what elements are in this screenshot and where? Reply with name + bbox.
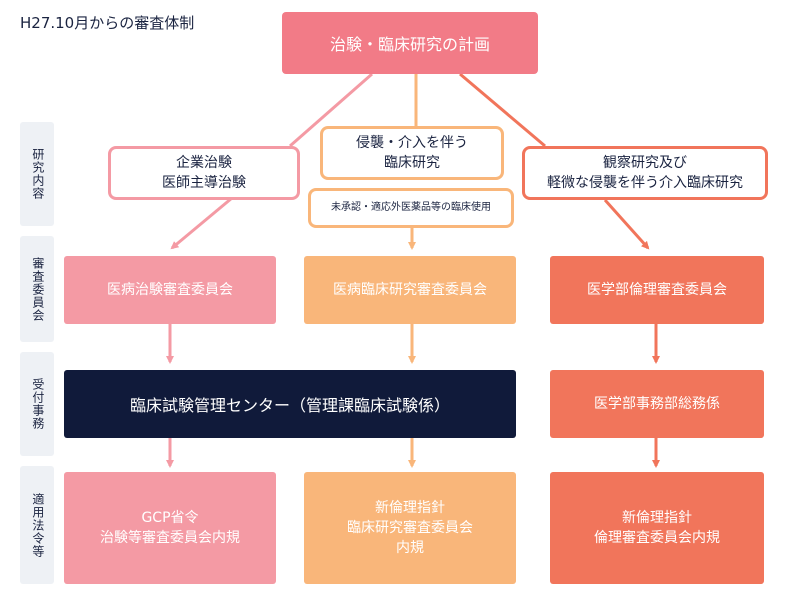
committee-ethics: 医学部倫理審査委員会 [550, 256, 764, 324]
regulation-new-ethics-b-line1: 新倫理指針 [622, 509, 692, 526]
research-corporate-line1: 企業治験 [176, 154, 232, 171]
committee-clinical-research: 医病臨床研究審査委員会 [304, 256, 516, 324]
row-label-review-text: 審査委員会 [30, 256, 45, 322]
committee-clinical-trial: 医病治験審査委員会 [64, 256, 276, 324]
regulation-new-ethics-b-line2: 倫理審査委員会内規 [594, 530, 720, 546]
row-label-reception: 受付事務 [20, 352, 54, 456]
research-invasive-box: 侵襲・介入を伴う 臨床研究 [320, 126, 504, 180]
reception-clinical-trial-center: 臨床試験管理センター（管理課臨床試験係） [64, 370, 516, 438]
regulation-gcp-line1: GCP省令 [141, 509, 199, 526]
research-observational-line1: 観察研究及び [603, 154, 687, 171]
row-label-reception-text: 受付事務 [30, 378, 45, 430]
arrow-observational-to-committee [603, 198, 650, 250]
arrow-top-to-corporate [289, 72, 373, 148]
regulation-new-ethics-a-line3: 内規 [396, 540, 424, 557]
regulation-new-ethics-ethics-box: 新倫理指針 倫理審査委員会内規 [550, 472, 764, 584]
regulation-new-ethics-a-line1: 新倫理指針 [375, 499, 445, 516]
regulation-gcp-box: GCP省令 治験等審査委員会内規 [64, 472, 276, 584]
research-corporate-line2: 医師主導治験 [162, 175, 246, 191]
research-unapproved-note-box: 未承認・適応外医薬品等の臨床使用 [308, 188, 514, 228]
regulation-new-ethics-a-line2: 臨床研究審査委員会 [347, 519, 473, 536]
research-invasive-line1: 侵襲・介入を伴う [356, 134, 468, 151]
arrow-top-to-observational [459, 72, 546, 148]
research-plan-box: 治験・臨床研究の計画 [282, 12, 538, 74]
research-observational-box: 観察研究及び 軽微な侵襲を伴う介入臨床研究 [522, 146, 768, 200]
regulation-new-ethics-research-box: 新倫理指針 臨床研究審査委員会 内規 [304, 472, 516, 584]
arrow-corporate-to-committee [170, 196, 233, 250]
research-corporate-box: 企業治験 医師主導治験 [108, 146, 300, 200]
research-invasive-line2: 臨床研究 [384, 155, 440, 171]
row-label-review: 審査委員会 [20, 236, 54, 342]
row-label-law: 適用法令等 [20, 466, 54, 584]
page-title: H27.10月からの審査体制 [20, 14, 195, 32]
row-label-law-text: 適用法令等 [30, 492, 45, 558]
regulation-gcp-line2: 治験等審査委員会内規 [100, 530, 240, 546]
row-label-research: 研究内容 [20, 122, 54, 226]
row-label-research-text: 研究内容 [30, 148, 45, 200]
research-unapproved-note: 未承認・適応外医薬品等の臨床使用 [331, 201, 491, 213]
reception-general-affairs: 医学部事務部総務係 [550, 370, 764, 438]
research-observational-line2: 軽微な侵襲を伴う介入臨床研究 [547, 175, 743, 191]
